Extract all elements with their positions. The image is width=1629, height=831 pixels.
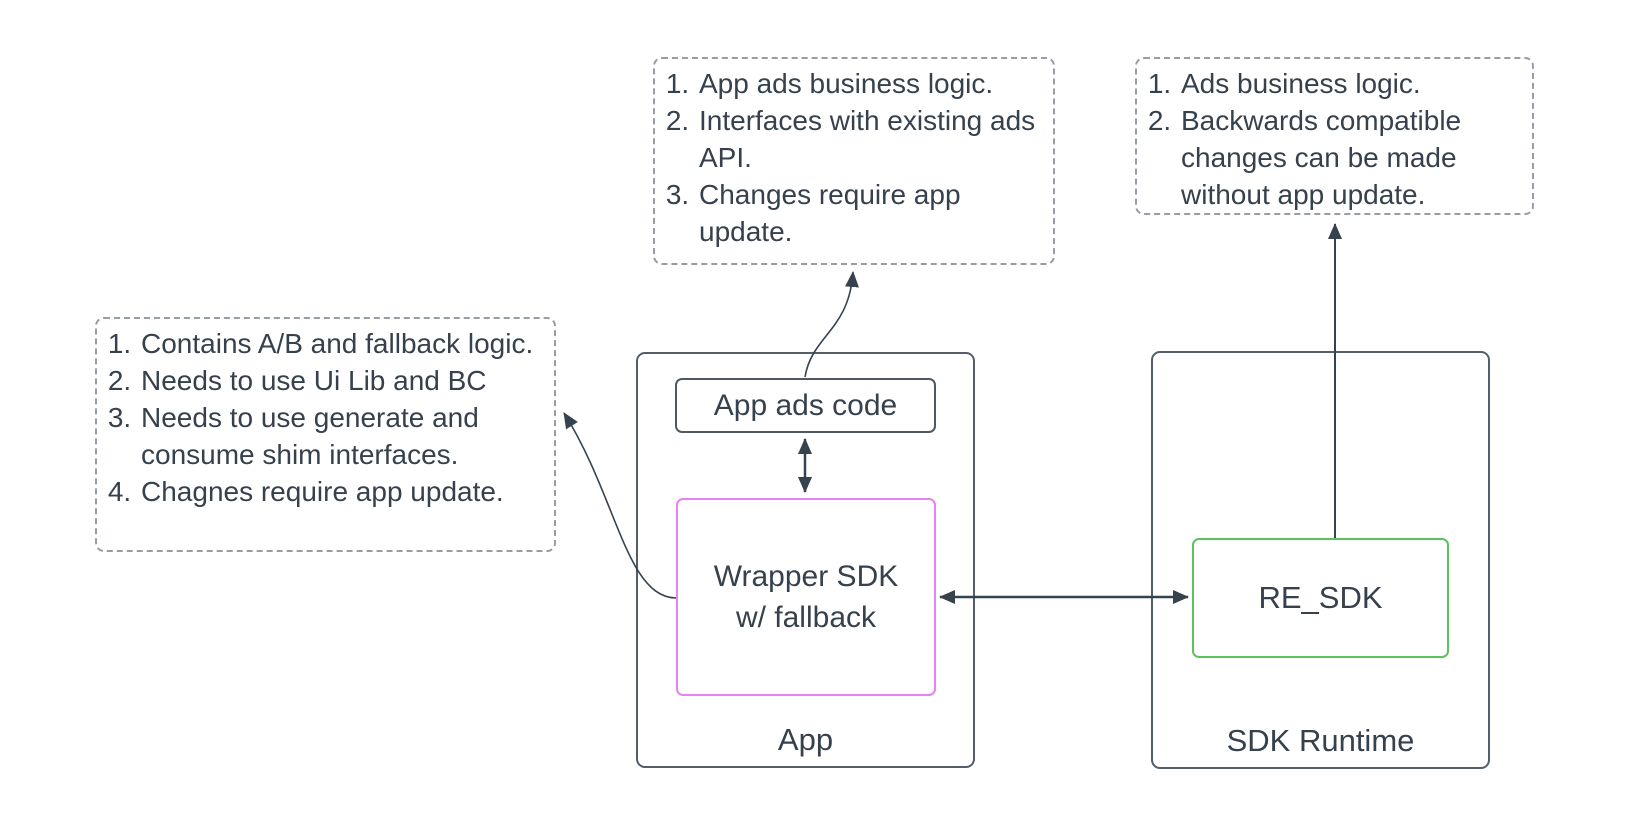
note-item: Needs to use Ui Lib and BC xyxy=(139,362,542,399)
note-re-sdk-list: Ads business logic. Backwards compatible… xyxy=(1137,59,1532,213)
app-ads-code-node: App ads code xyxy=(675,378,936,433)
re-sdk-node: RE_SDK xyxy=(1192,538,1449,658)
sdk-runtime-container-label: SDK Runtime xyxy=(1226,723,1415,758)
note-item: Contains A/B and fallback logic. xyxy=(139,325,542,362)
note-item: Changes require app update. xyxy=(697,176,1041,250)
note-app-ads-code-list: App ads business logic. Interfaces with … xyxy=(655,59,1053,250)
app-container-label: App xyxy=(777,722,834,757)
note-item: Chagnes require app update. xyxy=(139,473,542,510)
note-item: Interfaces with existing ads API. xyxy=(697,102,1041,176)
wrapper-sdk-label: Wrapper SDK w/ fallback xyxy=(713,560,899,634)
re-sdk-label: RE_SDK xyxy=(1258,580,1383,615)
note-item: Backwards compatible changes can be made… xyxy=(1179,102,1520,213)
note-item: Ads business logic. xyxy=(1179,65,1520,102)
note-app-ads-code: App ads business logic. Interfaces with … xyxy=(653,57,1055,265)
sdk-runtime-container: SDK Runtime xyxy=(1151,351,1490,769)
note-item: App ads business logic. xyxy=(697,65,1041,102)
note-item: Needs to use generate and consume shim i… xyxy=(139,399,542,473)
note-wrapper-sdk: Contains A/B and fallback logic. Needs t… xyxy=(95,317,556,552)
app-ads-code-label: App ads code xyxy=(713,388,898,422)
note-re-sdk: Ads business logic. Backwards compatible… xyxy=(1135,57,1534,215)
note-wrapper-sdk-list: Contains A/B and fallback logic. Needs t… xyxy=(97,319,554,510)
wrapper-sdk-node: Wrapper SDK w/ fallback xyxy=(676,498,936,696)
